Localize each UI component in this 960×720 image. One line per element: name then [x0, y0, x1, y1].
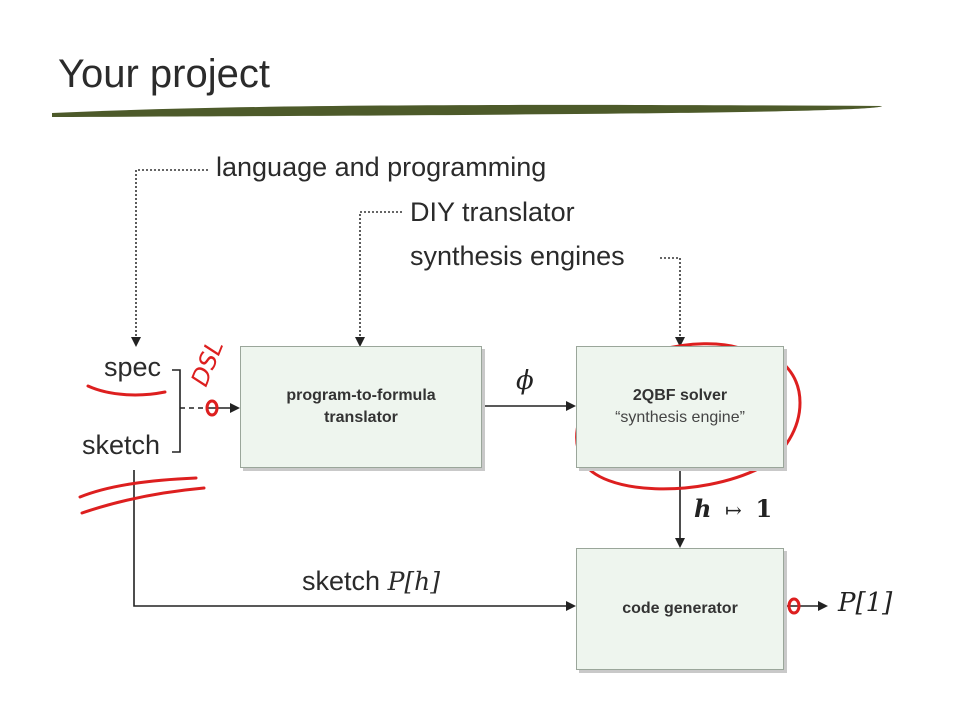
- spec-sketch-bracket: [172, 369, 181, 453]
- codegen-label: code generator: [622, 600, 738, 617]
- output-red-circle: [787, 597, 801, 615]
- diy-translator-label: DIY translator: [410, 197, 575, 227]
- sketch-word: sketch: [302, 566, 381, 596]
- sketch-ph-label: sketch P[h]: [302, 566, 440, 597]
- translator-line1: program-to-formula: [286, 387, 436, 404]
- solver-box: 2QBF solver “synthesis engine”: [576, 346, 784, 468]
- connector-diy-translator: [355, 211, 402, 347]
- connector-language-spec: [131, 169, 208, 347]
- language-label: language and programming: [216, 152, 547, 182]
- solver-line1: 2QBF solver: [632, 387, 728, 404]
- bracket-red-circle: [205, 399, 219, 417]
- slide-title: Your project: [58, 52, 270, 96]
- mapping-one: 1: [755, 494, 773, 523]
- mapping-label: h ↦ 1: [694, 494, 772, 523]
- connector-synthesis-solver: [660, 257, 685, 347]
- title-underline: [52, 104, 882, 117]
- handwritten-dsl: DSL: [186, 336, 230, 390]
- phi-symbol: ϕ: [516, 366, 534, 396]
- sketch-ph: P[h]: [387, 567, 440, 596]
- sketch-red-scribble: [78, 476, 206, 515]
- translator-box: program-to-formula translator: [240, 346, 482, 468]
- synthesis-engines-label: synthesis engines: [410, 241, 625, 271]
- output-label: P[1]: [838, 588, 893, 618]
- translator-line2: translator: [324, 409, 398, 426]
- mapping-h: h: [694, 494, 712, 523]
- sketch-label: sketch: [82, 430, 161, 460]
- mapping-arrow: ↦: [725, 498, 742, 522]
- spec-label: spec: [104, 352, 162, 382]
- codegen-box: code generator: [576, 548, 784, 670]
- solver-line2: “synthesis engine”: [615, 409, 745, 426]
- spec-red-underline: [86, 384, 167, 397]
- arrow-sketch-codegen: [133, 470, 576, 611]
